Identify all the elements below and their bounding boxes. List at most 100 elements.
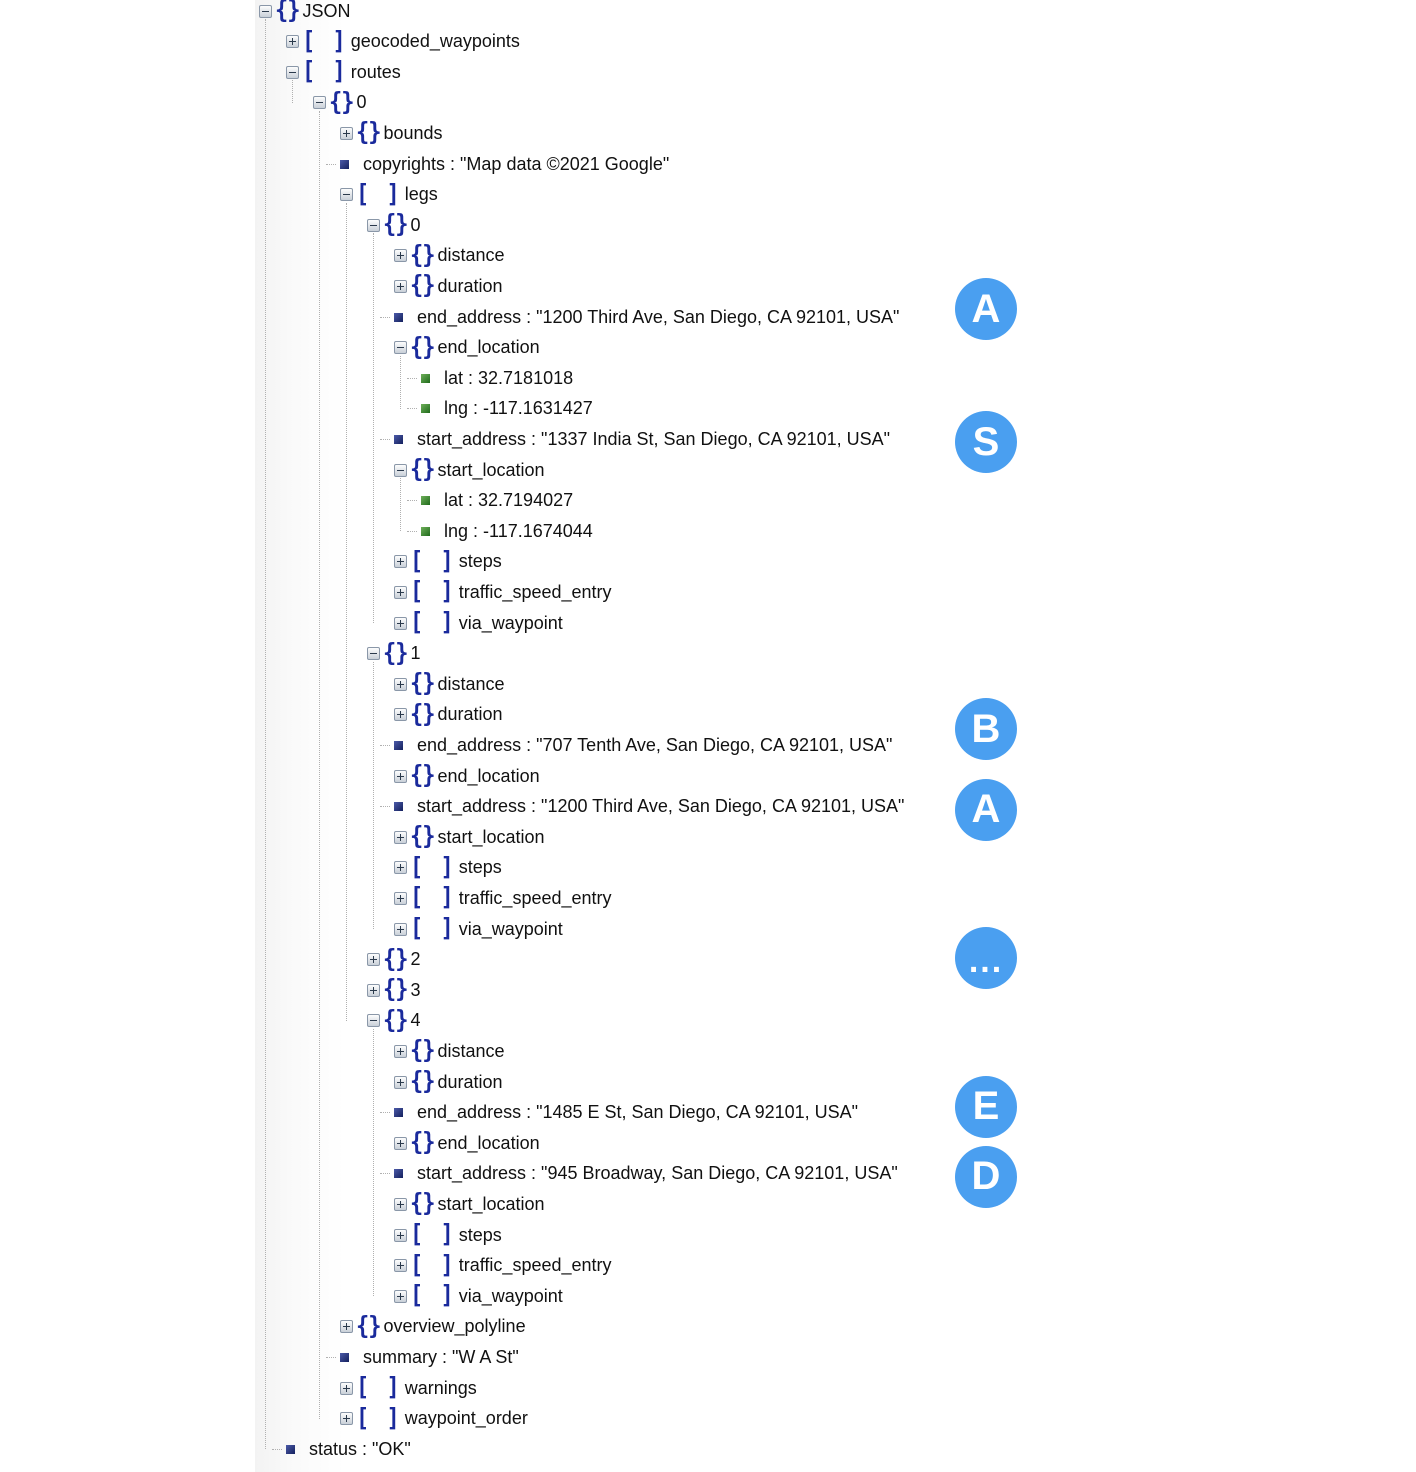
tree-node-row[interactable]: {}end_location [394,333,540,363]
tree-node-label[interactable]: 1 [410,643,421,664]
tree-node-label[interactable]: distance [437,245,505,266]
tree-node-row[interactable]: {}start_location [394,822,545,852]
tree-node-label[interactable]: via_waypoint [458,1285,563,1306]
tree-node-row[interactable]: {}2 [367,945,421,975]
expand-icon[interactable] [394,585,407,599]
tree-node-label[interactable]: traffic_speed_entry [458,581,612,602]
collapse-icon[interactable] [394,463,407,477]
tree-node-label[interactable]: via_waypoint [458,612,563,633]
expand-icon[interactable] [394,769,407,783]
tree-node-label[interactable]: 0 [356,92,367,113]
tree-node-row[interactable]: {}overview_polyline [340,1312,526,1342]
tree-node-label[interactable]: waypoint_order [404,1408,528,1429]
tree-node-row[interactable]: {}duration [394,700,503,730]
tree-node-label[interactable]: start_location [437,1193,545,1214]
expand-icon[interactable] [394,616,407,630]
tree-node-row[interactable]: {}duration [394,271,503,301]
expand-icon[interactable] [394,1289,407,1303]
tree-node-row[interactable]: {}1 [367,639,421,669]
tree-node-row[interactable]: [ ]steps [394,853,502,883]
tree-node-label[interactable]: 2 [410,949,421,970]
expand-icon[interactable] [394,891,407,905]
tree-node-label[interactable]: steps [458,551,502,572]
tree-node-row[interactable]: [ ]traffic_speed_entry [394,1251,612,1281]
tree-node-label[interactable]: JSON [302,0,351,21]
tree-node-label[interactable]: 0 [410,214,421,235]
tree-node-row[interactable]: [ ]via_waypoint [394,914,563,944]
tree-node-label[interactable]: steps [458,1224,502,1245]
expand-icon[interactable] [340,126,353,140]
tree-node-row[interactable]: {}JSON [259,0,351,26]
expand-icon[interactable] [367,953,380,967]
tree-node-row[interactable]: {}distance [394,669,505,699]
tree-node-row[interactable]: {}0 [367,210,421,240]
expand-icon[interactable] [394,677,407,691]
tree-node-row[interactable]: [ ]routes [286,57,401,87]
expand-icon[interactable] [394,922,407,936]
tree-node-row[interactable]: {}4 [367,1006,421,1036]
expand-icon[interactable] [340,1320,353,1334]
expand-icon[interactable] [394,861,407,875]
tree-node-row[interactable]: [ ]warnings [340,1373,477,1403]
tree-node-row[interactable]: {}0 [313,88,367,118]
tree-node-row[interactable]: {}distance [394,1036,505,1066]
collapse-icon[interactable] [367,1014,380,1028]
tree-node-label[interactable]: geocoded_waypoints [350,31,520,52]
expand-icon[interactable] [394,1044,407,1058]
expand-icon[interactable] [394,249,407,263]
tree-node-label[interactable]: overview_polyline [383,1316,526,1337]
tree-node-row[interactable]: [ ]legs [340,180,438,210]
tree-node-row[interactable]: {}duration [394,1067,503,1097]
tree-node-row[interactable]: [ ]steps [394,1220,502,1250]
tree-node-row[interactable]: [ ]traffic_speed_entry [394,883,612,913]
tree-node-label[interactable]: distance [437,1040,505,1061]
expand-icon[interactable] [340,1412,353,1426]
expand-icon[interactable] [340,1381,353,1395]
tree-node-label[interactable]: traffic_speed_entry [458,1255,612,1276]
tree-node-row[interactable]: [ ]geocoded_waypoints [286,27,520,57]
tree-node-label[interactable]: legs [404,184,438,205]
tree-node-label[interactable]: 3 [410,979,421,1000]
expand-icon[interactable] [394,708,407,722]
expand-icon[interactable] [394,1075,407,1089]
tree-node-row[interactable]: [ ]steps [394,547,502,577]
tree-node-label[interactable]: end_location [437,337,540,358]
tree-node-label[interactable]: duration [437,275,503,296]
tree-node-label[interactable]: bounds [383,122,443,143]
tree-node-label[interactable]: distance [437,673,505,694]
expand-icon[interactable] [367,983,380,997]
tree-node-row[interactable]: [ ]via_waypoint [394,1281,563,1311]
tree-node-row[interactable]: {}bounds [340,118,443,148]
collapse-icon[interactable] [367,647,380,661]
expand-icon[interactable] [394,279,407,293]
tree-node-row[interactable]: {}start_location [394,455,545,485]
tree-node-label[interactable]: via_waypoint [458,918,563,939]
tree-node-label[interactable]: end_location [437,1132,540,1153]
tree-node-label[interactable]: warnings [404,1377,477,1398]
tree-node-row[interactable]: {}end_location [394,761,540,791]
tree-node-label[interactable]: routes [350,61,401,82]
collapse-icon[interactable] [367,218,380,232]
collapse-icon[interactable] [286,65,299,79]
expand-icon[interactable] [394,1259,407,1273]
tree-node-row[interactable]: {}start_location [394,1189,545,1219]
expand-icon[interactable] [394,1136,407,1150]
expand-icon[interactable] [394,1197,407,1211]
collapse-icon[interactable] [340,188,353,202]
tree-node-row[interactable]: {}distance [394,241,505,271]
tree-node-row[interactable]: [ ]via_waypoint [394,608,563,638]
tree-node-row[interactable]: [ ]waypoint_order [340,1404,528,1434]
tree-node-label[interactable]: start_location [437,459,545,480]
tree-node-label[interactable]: duration [437,1071,503,1092]
tree-node-label[interactable]: duration [437,704,503,725]
tree-node-row[interactable]: {}end_location [394,1128,540,1158]
tree-node-row[interactable]: {}3 [367,975,421,1005]
collapse-icon[interactable] [259,4,272,18]
expand-icon[interactable] [394,1228,407,1242]
expand-icon[interactable] [394,555,407,569]
expand-icon[interactable] [286,35,299,49]
tree-node-label[interactable]: start_location [437,826,545,847]
tree-node-label[interactable]: end_location [437,765,540,786]
tree-node-row[interactable]: [ ]traffic_speed_entry [394,577,612,607]
expand-icon[interactable] [394,830,407,844]
